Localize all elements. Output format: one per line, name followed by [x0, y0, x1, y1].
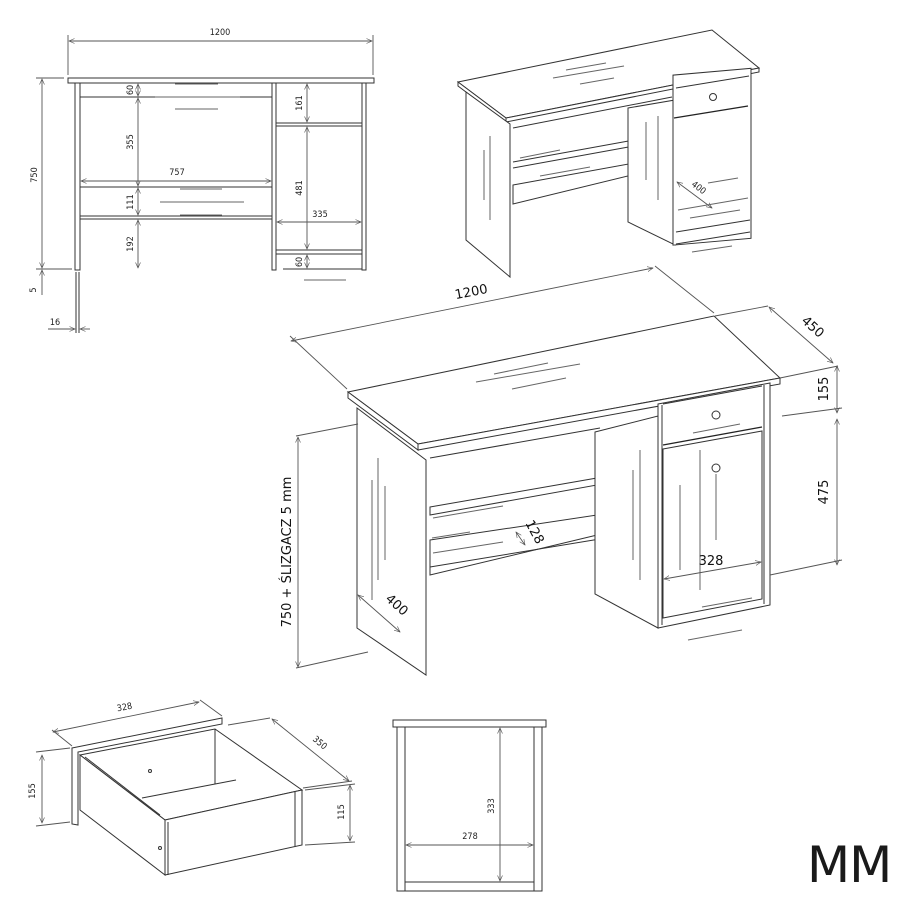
dim-drawer-front-height: 155 [28, 783, 38, 798]
drawer-detail: 328 350 155 115 [28, 699, 356, 877]
dim-drawer-depth: 350 [310, 735, 328, 753]
dim-knee-height: 355 [126, 134, 136, 149]
dim-cabinet-width: 278 [462, 832, 477, 842]
cabinet-section: 333 278 [392, 719, 547, 892]
dim-front-height: 750 [30, 167, 40, 182]
dim-right-width: 335 [312, 210, 327, 220]
dim-door-width: 328 [699, 554, 724, 569]
dim-right-bottom: 60 [295, 257, 305, 267]
dim-drawer-height: 155 [817, 377, 832, 402]
unit-label: MM [807, 836, 892, 894]
dim-bottom-clear: 192 [126, 236, 136, 251]
dim-door-height: 475 [817, 480, 832, 505]
dim-drawer-box-height: 115 [337, 804, 347, 819]
front-view: 1200 750 5 [29, 28, 375, 333]
dim-right-cabinet: 481 [295, 180, 305, 195]
dim-main-depth: 450 [798, 314, 826, 342]
dim-cabinet-height: 333 [487, 798, 497, 813]
dim-top-gap: 60 [126, 85, 136, 95]
dim-right-top: 161 [295, 95, 305, 110]
dim-drawer-front: 111 [126, 194, 136, 209]
dim-height-note: 750 + ŚLIZGACZ 5 mm [279, 477, 295, 628]
dim-inner-width: 757 [169, 168, 184, 178]
iso-main-view: 400 128 328 [279, 265, 843, 676]
dim-drawer-width: 328 [116, 702, 133, 715]
dim-panel-thickness: 16 [50, 318, 60, 328]
dim-glide: 5 [29, 287, 39, 292]
dim-main-width: 1200 [454, 282, 489, 303]
dim-front-width: 1200 [210, 28, 231, 38]
iso-small-view: 400 [456, 29, 761, 279]
